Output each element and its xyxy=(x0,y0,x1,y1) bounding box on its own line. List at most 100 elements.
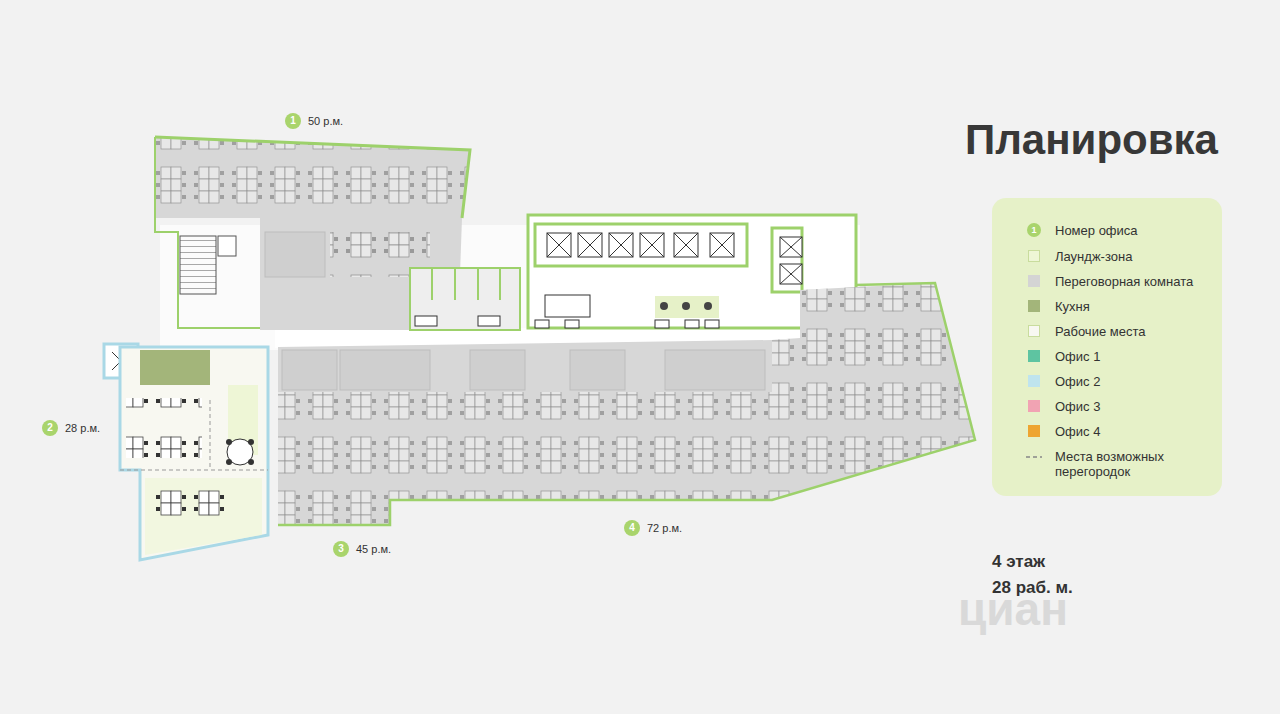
core-part xyxy=(547,233,802,284)
office-2-area-part-part xyxy=(226,439,232,445)
legend-swatch xyxy=(1028,350,1040,362)
legend-text: Кухня xyxy=(1055,299,1090,314)
seat-count: 28 р.м. xyxy=(65,422,100,434)
core-part-part xyxy=(609,233,633,257)
legend-sample xyxy=(1025,449,1043,465)
legend-text: Номер офиса xyxy=(1055,223,1138,238)
legend-text: Переговорная комната xyxy=(1055,274,1193,289)
core-part-part xyxy=(780,264,802,284)
office-3-4-area-part xyxy=(278,340,772,525)
toilets-part xyxy=(431,268,433,300)
core-part-part xyxy=(578,233,602,257)
core-part-part xyxy=(660,302,668,310)
legend-row: Переговорная комната xyxy=(1025,273,1193,289)
legend-number-sample: 1 xyxy=(1027,223,1041,237)
core-part xyxy=(660,302,712,310)
core-part-part xyxy=(704,302,712,310)
legend-sample xyxy=(1025,398,1043,414)
callout-number: 2 xyxy=(42,420,58,436)
office-callout: 2 28 р.м. xyxy=(42,420,100,436)
stairs-part xyxy=(180,236,216,294)
office-callout: 150 р.м. xyxy=(285,113,343,129)
core-part-part xyxy=(705,320,719,328)
dashed-sample xyxy=(1026,455,1042,459)
stairs-part xyxy=(218,236,236,256)
office-3-4-area-part xyxy=(278,283,975,525)
legend-text: Офис 2 xyxy=(1055,374,1100,389)
toilets xyxy=(410,268,520,330)
core-part xyxy=(772,228,802,292)
legend-row: Офис 3 xyxy=(1025,398,1100,414)
legend-sample xyxy=(1025,248,1043,264)
office-1-area-part xyxy=(155,137,260,328)
office-2-area-part xyxy=(227,439,253,465)
dashed-line xyxy=(1026,456,1042,458)
legend-swatch xyxy=(1028,375,1040,387)
watermark: циан xyxy=(958,582,1068,636)
legend-sample xyxy=(1025,348,1043,364)
core-part-part xyxy=(609,233,633,257)
callout-number: 1 xyxy=(1031,226,1036,235)
legend-row: Офис 4 xyxy=(1025,423,1100,439)
core-part xyxy=(545,295,590,317)
legend-row: Офис 2 xyxy=(1025,373,1100,389)
core-part-part xyxy=(685,320,699,328)
legend-text: Офис 1 xyxy=(1055,349,1100,364)
seat-count: 50 р.м. xyxy=(308,115,343,127)
office-1-area-part xyxy=(155,137,470,218)
core-part-part xyxy=(780,264,802,284)
office-2-area-part-part xyxy=(248,459,254,465)
legend-text: Офис 4 xyxy=(1055,424,1100,439)
legend-sample xyxy=(1025,298,1043,314)
office-callout: 3 45 р.м. xyxy=(333,541,391,557)
office-1-area-part xyxy=(155,137,470,218)
callout-number: 4 xyxy=(624,520,640,536)
legend-swatch xyxy=(1028,400,1040,412)
core-part-part xyxy=(780,237,802,257)
plan-title: Планировка xyxy=(965,116,1218,164)
floor-info: 4 этаж xyxy=(992,552,1045,572)
office-3-4-area-part-part xyxy=(470,350,525,390)
seat-count: 72 р.м. xyxy=(647,522,682,534)
legend-sample: 1 xyxy=(1025,222,1043,238)
toilets-part xyxy=(478,316,500,326)
office-1-area-part xyxy=(265,232,325,277)
core-part-part xyxy=(640,233,664,257)
legend-swatch xyxy=(1028,250,1040,262)
legend-swatch xyxy=(1028,325,1040,337)
legend-row: Рабочие места xyxy=(1025,323,1145,339)
core-part-part xyxy=(710,233,734,257)
legend-row: Лаундж-зона xyxy=(1025,248,1132,264)
callout-number: 3 xyxy=(333,541,349,557)
core-part-part xyxy=(710,233,734,257)
core-part xyxy=(535,224,747,266)
legend-row: Офис 1 xyxy=(1025,348,1100,364)
toilets-part xyxy=(454,268,456,300)
legend-text: Офис 3 xyxy=(1055,399,1100,414)
office-3-4-area-part-part xyxy=(340,350,430,390)
office-2-area-part xyxy=(210,400,211,470)
office-2-area-part xyxy=(150,482,226,542)
core-part-part xyxy=(682,302,690,310)
legend-swatch xyxy=(1028,425,1040,437)
core-part-part xyxy=(547,233,571,257)
legend-sample xyxy=(1025,273,1043,289)
legend-row: Места возможных перегородок xyxy=(1025,449,1205,479)
legend-swatch xyxy=(1028,275,1040,287)
office-3-4-area-part-part xyxy=(282,350,337,390)
seat-count: 45 р.м. xyxy=(356,543,391,555)
office-2-area-part-part xyxy=(248,439,254,445)
core-part-part xyxy=(547,233,571,257)
legend-row: 1 Номер офиса xyxy=(1025,222,1138,238)
core-part xyxy=(535,320,719,328)
office-2-area-part xyxy=(120,347,268,560)
legend-text: Рабочие места xyxy=(1055,324,1145,339)
office-2-area xyxy=(104,344,268,560)
core-part-part xyxy=(674,233,698,257)
toilets-part xyxy=(477,268,479,300)
core-part-part xyxy=(674,233,698,257)
toilets-part xyxy=(499,268,501,300)
core-part xyxy=(655,296,719,318)
office-2-area-part xyxy=(120,470,268,471)
toilets-part xyxy=(415,316,437,326)
